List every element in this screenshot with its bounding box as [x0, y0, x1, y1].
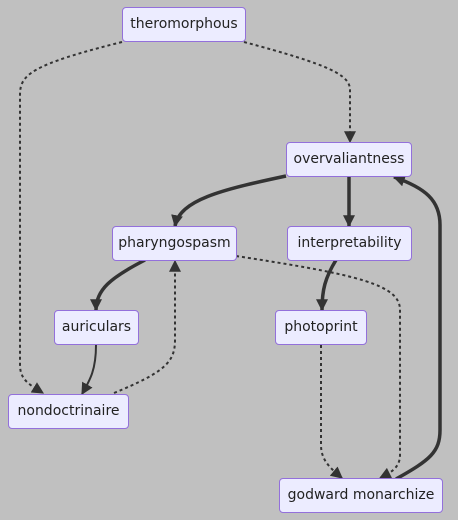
edge-interpretability-photoprint — [316, 259, 338, 312]
edge-auriculars-nondoctrinaire — [81, 344, 97, 396]
edge-pharyngospasm-auriculars — [90, 258, 146, 312]
edge-theromorphous-nondoctrinaire — [19, 41, 123, 394]
node-godward-monarchize[interactable]: godward monarchize — [279, 478, 443, 513]
edge-godward-monarchize-overvaliantness — [392, 174, 442, 481]
node-overvaliantness[interactable]: overvaliantness — [286, 142, 412, 177]
node-auriculars[interactable]: auriculars — [54, 310, 139, 345]
node-nondoctrinaire[interactable]: nondoctrinaire — [8, 394, 129, 429]
node-theromorphous[interactable]: theromorphous — [122, 7, 246, 42]
node-photoprint[interactable]: photoprint — [275, 310, 367, 345]
edge-overvaliantness-pharyngospasm — [171, 174, 287, 228]
edge-photoprint-godward-monarchize — [320, 345, 343, 479]
node-interpretability[interactable]: interpretability — [287, 226, 412, 261]
edge-pharyngospasm-godward-monarchize — [235, 255, 401, 479]
edge-theromorphous-overvaliantness — [243, 41, 356, 144]
node-pharyngospasm[interactable]: pharyngospasm — [112, 226, 237, 261]
edge-nondoctrinaire-pharyngospasm — [113, 259, 181, 394]
